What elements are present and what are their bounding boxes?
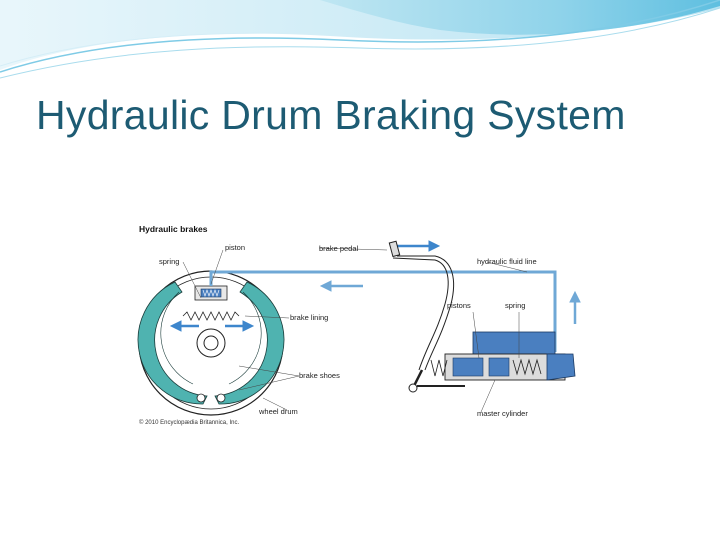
label-brake-pedal: brake pedal [319, 244, 359, 253]
anchor-pin-left [196, 393, 206, 403]
label-brake-lining: brake lining [290, 313, 328, 322]
flow-arrows [319, 240, 581, 324]
return-spring [182, 311, 240, 321]
header-swoosh-decoration [0, 0, 720, 79]
label-wheel-drum: wheel drum [258, 407, 298, 416]
slide-title: Hydraulic Drum Braking System [36, 92, 626, 138]
label-master-cylinder: master cylinder [477, 409, 528, 418]
wheel-hub [196, 328, 226, 358]
label-spring-right: spring [505, 301, 525, 310]
shoe-movement-arrows [169, 320, 255, 332]
label-pistons: pistons [447, 301, 471, 310]
hydraulic-fluid-line [209, 270, 557, 352]
hydraulic-brake-diagram: Hydraulic brakes piston spring brake ped… [135, 220, 585, 430]
anchor-pin-right [216, 393, 226, 403]
copyright-notice: © 2010 Encyclopædia Britannica, Inc. [139, 419, 239, 426]
label-brake-shoes: brake shoes [299, 371, 340, 380]
label-spring-left: spring [159, 257, 179, 266]
master-cylinder [430, 331, 576, 381]
brake-shoes [137, 281, 285, 405]
label-hydraulic-fluid-line: hydraulic fluid line [477, 257, 537, 266]
wheel-cylinder [194, 285, 228, 301]
label-piston: piston [225, 243, 245, 252]
leader-lines [182, 247, 528, 413]
diagram-canvas: Hydraulic brakes piston spring brake ped… [135, 220, 585, 430]
brake-pedal [388, 240, 465, 393]
diagram-heading: Hydraulic brakes [139, 224, 208, 234]
